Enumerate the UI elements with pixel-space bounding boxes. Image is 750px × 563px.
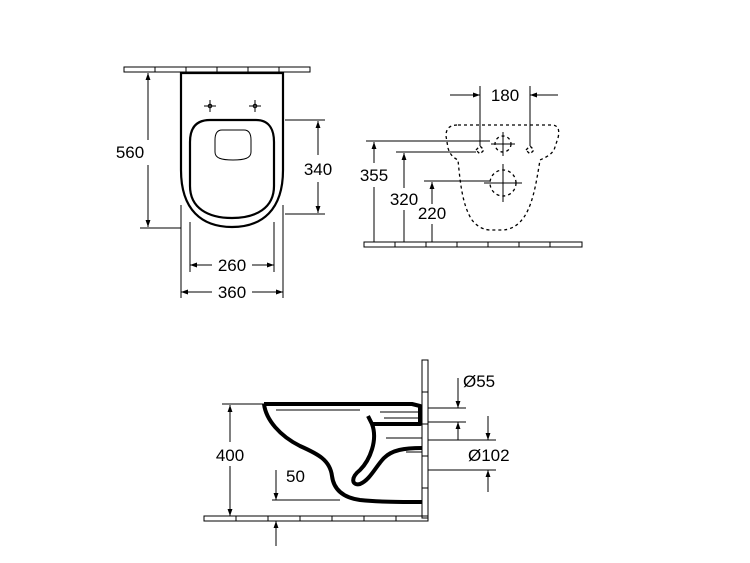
dimension-180: 180 (450, 86, 558, 146)
back-view-floor (363, 241, 583, 248)
dimension-260: 260 (189, 222, 275, 275)
dimension-340-label: 340 (304, 160, 332, 179)
dimension-560-label: 560 (116, 143, 144, 162)
dimension-d102-label: Ø102 (468, 446, 510, 465)
back-view-outline (445, 124, 560, 231)
side-view-floor (203, 515, 429, 522)
dimension-d55-label: Ø55 (463, 372, 495, 391)
dimension-d102: Ø102 (428, 416, 510, 492)
dimension-220: 220 (418, 180, 490, 242)
dimension-50: 50 (272, 467, 340, 546)
side-view-rim (264, 402, 422, 426)
dimension-260-label: 260 (218, 256, 246, 275)
back-view-inlet (491, 132, 515, 156)
top-view-bowl-outline (179, 71, 285, 229)
back-view-outlet (484, 164, 522, 202)
back-view-fixing-hole-left (475, 145, 485, 155)
top-view-fixing-hole-right (249, 100, 261, 112)
dimension-360: 360 (180, 205, 284, 302)
dimension-220-label: 220 (418, 204, 446, 223)
dimension-360-label: 360 (218, 283, 246, 302)
side-view-bowl-inner (351, 423, 423, 487)
dimension-400-label: 400 (216, 446, 244, 465)
dimension-320: 320 (390, 151, 476, 242)
dimension-355-label: 355 (360, 166, 388, 185)
top-view-inner-bowl (188, 118, 276, 220)
side-view-inlet-pipe (380, 411, 420, 419)
dimension-340: 340 (285, 119, 332, 215)
top-view-fixing-hole-left (204, 100, 216, 112)
side-view-outlet-pipe (386, 437, 422, 453)
dimension-50-label: 50 (286, 467, 305, 486)
back-view-fixing-hole-right (525, 145, 535, 155)
back-view: 180 355 320 220 (360, 86, 583, 248)
top-view-wall (123, 66, 311, 73)
dimension-320-label: 320 (390, 190, 418, 209)
side-view: 400 50 Ø55 Ø102 (203, 359, 510, 546)
side-view-wall (421, 359, 429, 519)
dimension-400: 400 (216, 403, 264, 516)
side-view-bowl-outer (262, 403, 423, 504)
dimension-560: 560 (116, 71, 181, 229)
dimension-180-label: 180 (491, 86, 519, 105)
top-view-outlet (214, 129, 252, 161)
top-view: 560 340 260 360 (116, 66, 332, 302)
dimension-355: 355 (360, 140, 490, 242)
dimension-d55: Ø55 (428, 372, 495, 440)
